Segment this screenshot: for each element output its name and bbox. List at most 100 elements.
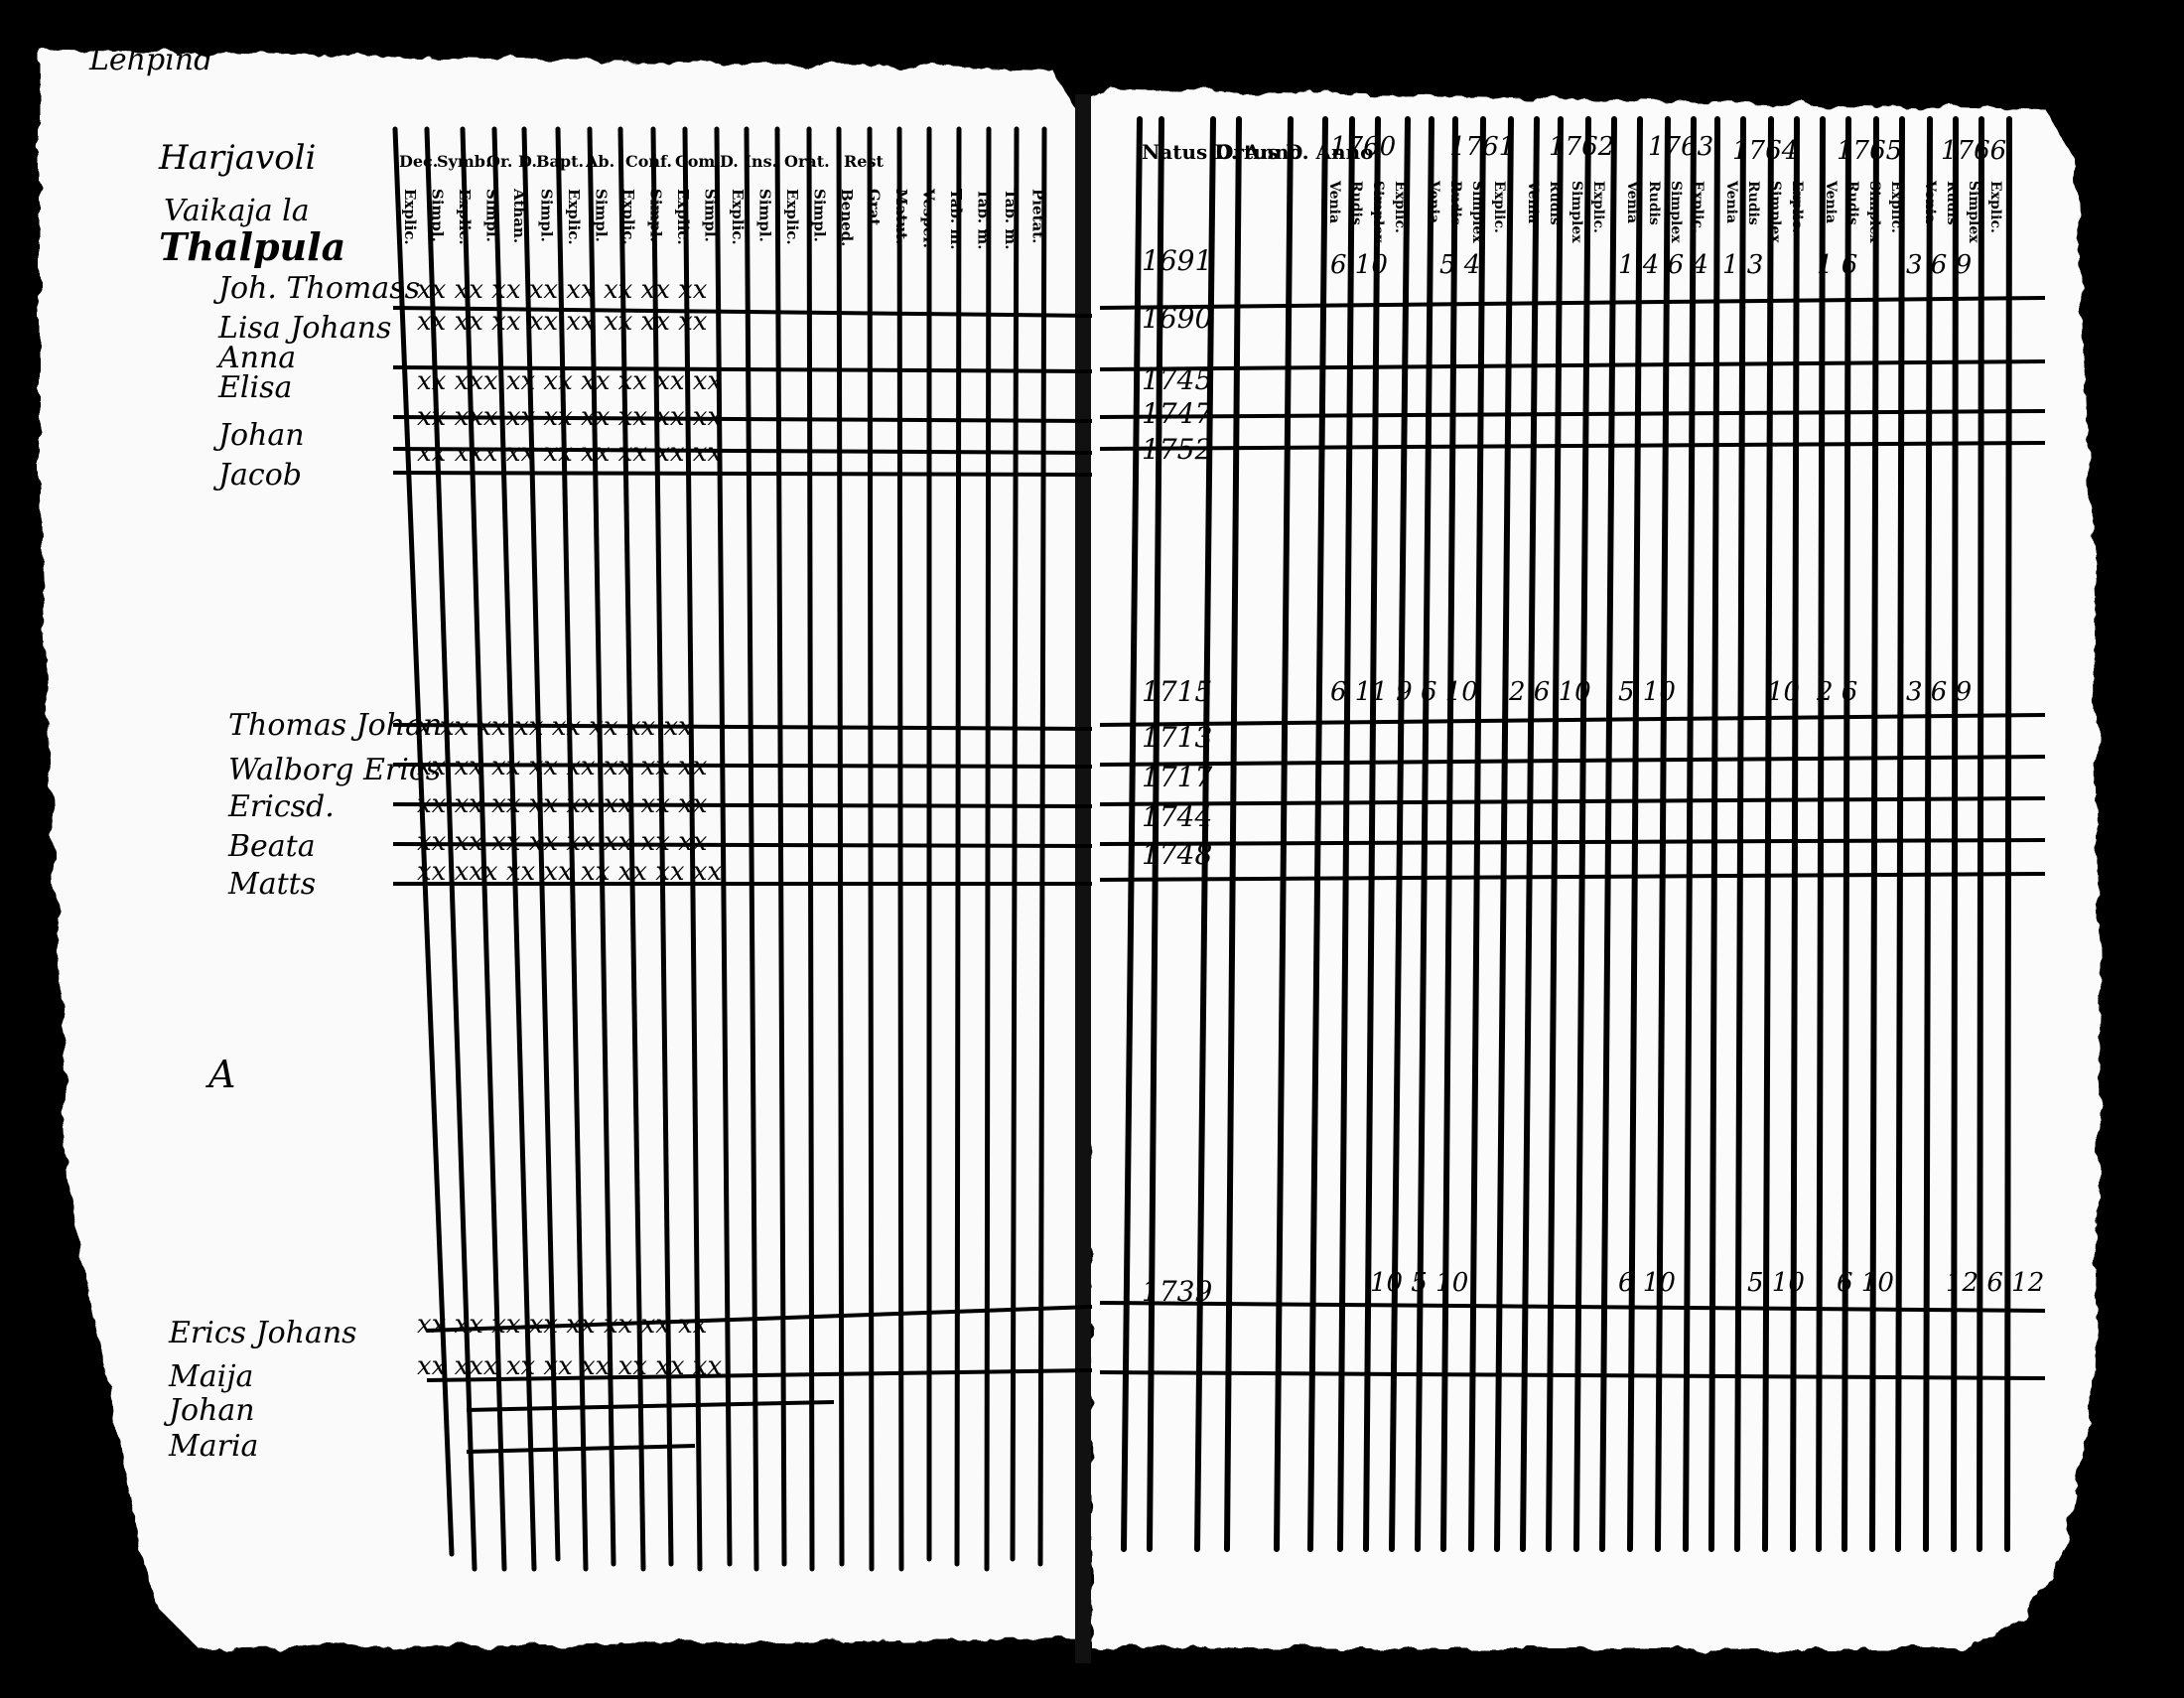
left-column-header: Orat. (784, 152, 830, 171)
left-column-subheader: Simpl. (647, 189, 665, 242)
right-column-subheader: Rudis (1646, 181, 1662, 225)
left-column-subheader: Tab. m. (947, 189, 965, 249)
mark-row: x xx xx xx xx xx xx xx (417, 712, 693, 742)
left-column-header: Bapt. (536, 152, 584, 171)
right-column-subheader: Explic. (1491, 181, 1507, 233)
right-column-subheader: Simplex (1668, 181, 1684, 243)
left-column-header: Or. D. (486, 152, 537, 171)
right-column-subheader: Venia (1823, 180, 1839, 223)
birth-year: 1713 (1142, 721, 1212, 754)
left-column-subheader: Explic. (783, 189, 801, 245)
left-column-subheader: Simpl. (702, 189, 720, 242)
mark-row: xx xx xx xx xx xx xx xx (417, 827, 708, 857)
right-column-subheader: Explic. (1888, 181, 1904, 233)
birth-year: 1752 (1142, 433, 1212, 466)
left-column-subheader: Simpl. (593, 189, 611, 242)
right-header: Natus D. Anno Ortus D. Anno 1760 1761 17… (1142, 132, 2006, 243)
left-column-subheader: Bened. (838, 189, 856, 246)
left-column-subheader: Simpl. (483, 189, 501, 242)
left-column-header: Ab. (585, 152, 614, 171)
right-column-subheader: Simplex (1866, 181, 1882, 243)
mark-row: xx xx xx xx xx xx xx xx (417, 789, 708, 819)
person-name: Ericsd. (227, 789, 335, 824)
year-header-1762: 1762 (1549, 132, 1614, 162)
grade-entry: 1 6 (1817, 250, 1857, 280)
right-column-subheader: Explic. (1987, 181, 2003, 233)
left-column-subheader: Vesper. (920, 188, 938, 248)
right-page-column-rules (1121, 116, 2012, 1552)
book-gutter (1075, 94, 1091, 1663)
left-column-headers: Dec. (399, 152, 438, 171)
grade-entry: 2 6 10 (1508, 677, 1591, 707)
right-column-subheader: Simplex (1569, 181, 1584, 243)
person-name: Thomas Johan (228, 708, 442, 743)
year-header-1760: 1760 (1330, 132, 1396, 162)
birth-year: 1747 (1142, 397, 1212, 430)
grade-entry: 10 5 10 (1370, 1268, 1468, 1298)
village-heading-2: Vaikaja la (164, 194, 310, 228)
mark-row: xx xxx xx xx xx xx xx xx (417, 857, 722, 887)
birth-year: 1690 (1142, 302, 1212, 335)
person-name: Maija (168, 1359, 253, 1394)
grade-entry: 3 6 9 (1906, 250, 1972, 280)
person-name: Maria (168, 1429, 258, 1464)
mark-row: xx xx xx xx xx xx xx xx (417, 275, 708, 305)
grade-entry: 1 4 6 4 (1618, 250, 1708, 280)
row-rules (392, 296, 2046, 1454)
year-header-1764: 1764 (1732, 136, 1798, 166)
grade-entry: 3 6 9 (1906, 677, 1972, 707)
birth-year: 1744 (1142, 800, 1212, 833)
grade-entry: 10 (1767, 677, 1800, 707)
year-header-1766: 1766 (1941, 136, 2006, 166)
birth-year: 1715 (1142, 675, 1212, 708)
person-name: Anna (215, 341, 296, 375)
birth-year: 1748 (1142, 838, 1212, 871)
right-column-subheader: Explic. (1690, 181, 1706, 233)
person-name: Joh. Thomass (212, 271, 420, 306)
person-name: Johan (163, 1393, 255, 1428)
person-name: Lisa Johans (217, 311, 391, 346)
left-column-subheader: Pietat. (1029, 189, 1047, 243)
grade-entry: 12 6 12 (1946, 1268, 2044, 1298)
right-column-subheader: Rudis (1944, 181, 1960, 225)
birth-year: 1691 (1142, 244, 1212, 277)
left-column-subheader: Explic. (456, 189, 474, 245)
left-column-subheader: Simpl. (538, 189, 556, 242)
grade-entry: 6 10 (1330, 250, 1388, 280)
mark-row: xx xxx xx xx xx xx xx xx (417, 438, 722, 468)
birth-year: 1745 (1142, 363, 1212, 396)
left-column-header: D. Ins. (720, 152, 777, 171)
birth-year: 1717 (1142, 761, 1212, 793)
left-column-subheader: Explic. (729, 189, 747, 245)
village-heading-3: Thalpula (159, 224, 345, 269)
left-column-subheader: Grat. (866, 189, 884, 231)
grade-entry: 1 3 (1722, 250, 1763, 280)
right-column-subheader: Simplex (1469, 181, 1485, 243)
right-column-subheader: Explic. (1789, 181, 1805, 233)
left-column-header: Com. (675, 152, 721, 171)
left-column-header: Rest (844, 152, 884, 171)
grade-entry: 5 4 (1439, 250, 1480, 280)
right-column-subheader: Venia (1922, 180, 1938, 223)
right-column-subheader: Rudis (1348, 181, 1364, 225)
right-column-header: Ortus D. Anno (1216, 140, 1373, 164)
left-column-header: Symb. (437, 152, 491, 171)
mark-row: xx xx xx xx xx xx xx xx (417, 307, 708, 337)
year-header-1761: 1761 (1449, 132, 1515, 162)
right-column-subheader: Rudis (1547, 181, 1563, 225)
left-column-subheaders: Explic.Simpl.Explic.Simpl.Athan.Simpl.Ex… (401, 188, 1047, 249)
left-column-subheader: Explic. (674, 189, 692, 245)
right-column-subheader: Venia (1624, 180, 1640, 223)
grade-entry: 5 10 (1747, 1268, 1805, 1298)
year-header-1763: 1763 (1648, 132, 1713, 162)
margin-letter: A (205, 1053, 235, 1096)
left-column-subheader: Simpl. (429, 189, 447, 242)
left-column-subheader: Simpl. (756, 189, 774, 242)
right-column-subheader: Simplex (1767, 181, 1783, 243)
mark-row: xx xxx xx xx xx xx xx xx (417, 402, 722, 432)
right-column-header: Natus D. Anno (1142, 140, 1302, 164)
left-column-subheader: Matut. (892, 189, 910, 244)
